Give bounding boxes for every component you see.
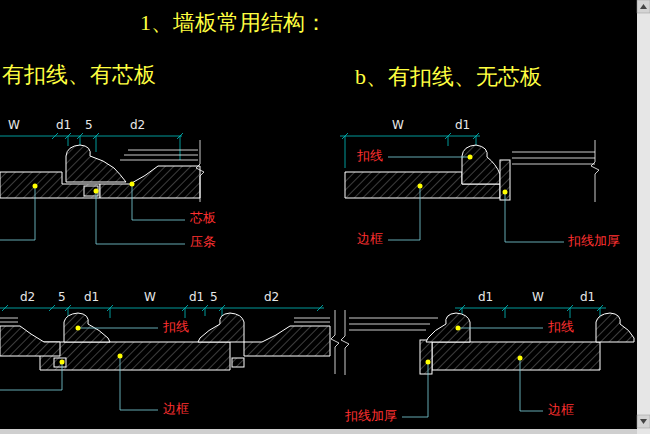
section-b [340,133,599,242]
dimension-label: d1 [189,291,204,305]
dimension-label: d1 [56,119,71,133]
dimension-label: W [144,291,156,305]
dimension-label: d1 [455,119,470,133]
part-label: 扣线 [548,320,574,335]
dimension-label: 5 [85,119,93,133]
part-label: 边框 [163,402,189,417]
section-a [0,133,204,244]
dimension-label: 5 [210,291,218,305]
dimension-label: 5 [58,291,66,305]
section-heading: 有扣线、有芯板 [2,62,156,87]
diagram-title: 1、墙板常用结构： [140,10,327,35]
dimension-label: W [392,119,404,133]
dimension-label: W [532,291,544,305]
dimension-label: d1 [84,291,99,305]
part-label: 压条 [190,235,216,250]
section-d [341,305,634,417]
dimension-label: d2 [130,119,145,133]
dimension-label: d1 [580,291,595,305]
dimension-label: W [8,119,20,133]
part-label: 边框 [548,403,574,418]
section-c [0,305,339,410]
part-label: 扣线 [357,149,383,164]
section-heading: b、有扣线、无芯板 [355,64,542,89]
part-label: 边框 [357,232,383,247]
part-label: 扣线加厚 [568,234,620,249]
part-label: 芯板 [190,211,216,226]
part-label: 扣线加厚 [345,409,397,424]
dimension-label: d2 [264,291,279,305]
part-label: 扣线 [163,320,189,335]
dimension-label: d1 [478,291,493,305]
dimension-label: d2 [20,291,35,305]
